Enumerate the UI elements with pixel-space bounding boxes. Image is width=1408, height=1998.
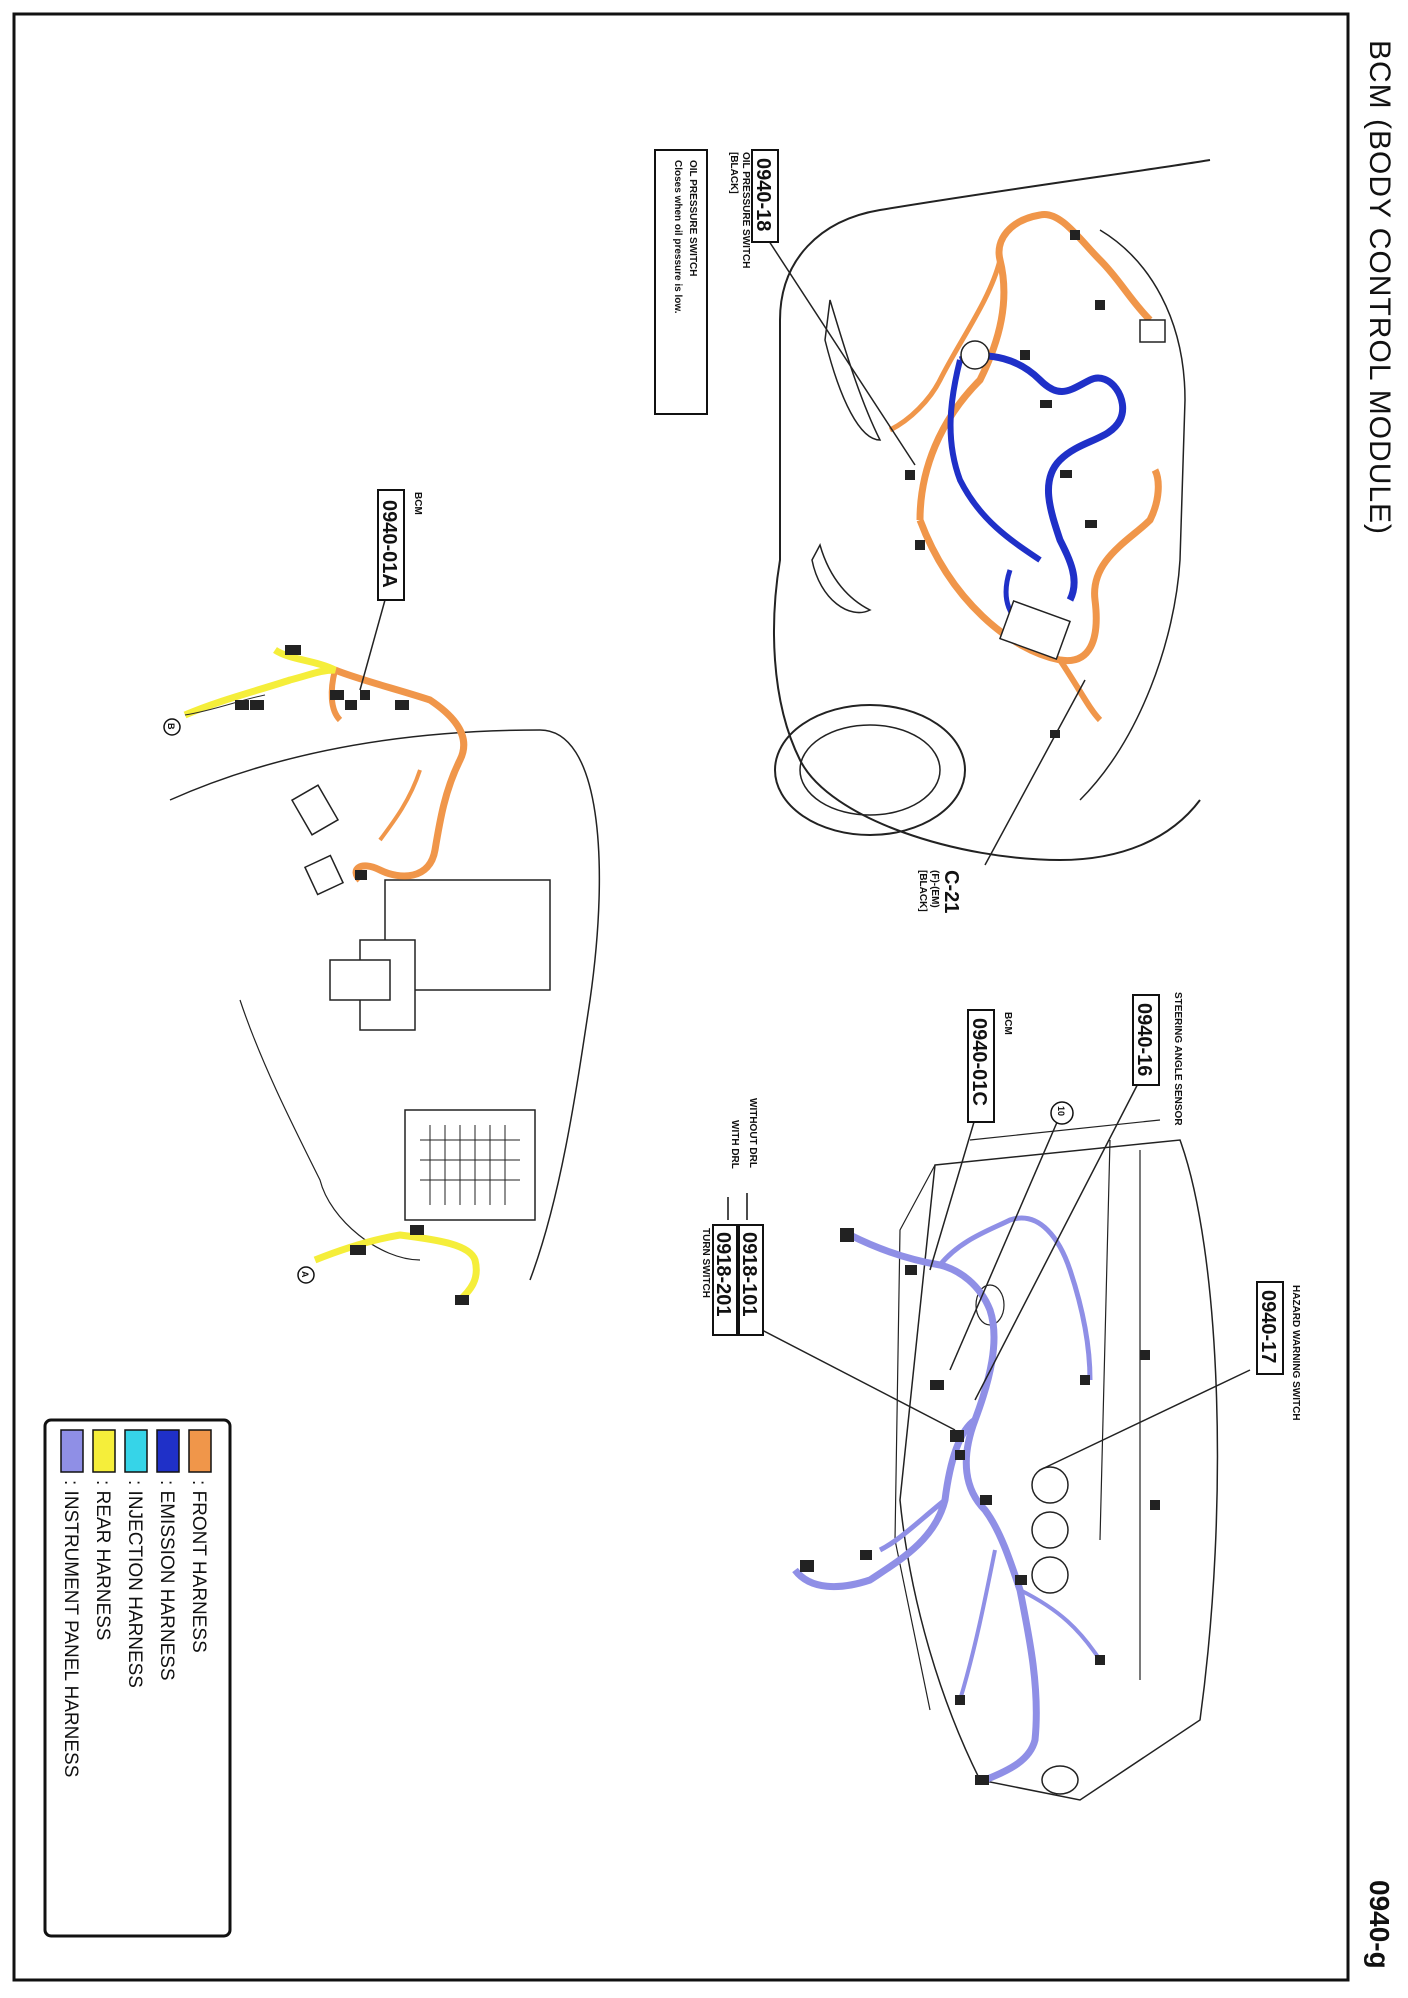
bcm-right-code: 0940-01C xyxy=(968,1018,990,1106)
page-frame xyxy=(12,12,1350,1982)
turn-switch-label: TURN SWITCH xyxy=(700,1228,711,1298)
legend-box xyxy=(43,1418,232,1938)
harness-legend: : FRONT HARNESS : EMISSION HARNESS : INJEC… xyxy=(43,1418,232,1938)
legend-label: : EMISSION HARNESS xyxy=(156,1480,177,1681)
hazard-code-box xyxy=(1256,1281,1284,1375)
turn-code-2: 0918-201 xyxy=(712,1232,734,1317)
turn-without-drl: WITHOUT DRL xyxy=(747,1098,758,1168)
leader-bcm-left xyxy=(359,599,386,691)
legend-label: : INJECTION HARNESS xyxy=(124,1480,145,1688)
leader-turn xyxy=(761,1329,956,1431)
marker-10 xyxy=(1050,1101,1074,1125)
svg-text:A: A xyxy=(300,1271,310,1278)
hazard-code: 0940-17 xyxy=(1257,1290,1279,1363)
leader-hazard xyxy=(1039,1369,1251,1471)
legend-label: : FRONT HARNESS xyxy=(188,1480,209,1653)
turn-code-box-1 xyxy=(738,1224,764,1336)
front-harness-top xyxy=(916,211,1153,521)
c21-code: C-21 xyxy=(940,870,962,913)
bcm-left-label: BCM xyxy=(412,492,423,515)
svg-text:10: 10 xyxy=(1056,1106,1066,1116)
emission-harness xyxy=(958,352,1127,602)
legend-swatch xyxy=(92,1429,116,1473)
steering-code: 0940-16 xyxy=(1133,1003,1155,1076)
page-number: 0940-g xyxy=(1364,1880,1395,1969)
marker-a xyxy=(297,1266,315,1284)
oil-switch-note-box xyxy=(654,149,708,415)
leader-c21 xyxy=(984,679,1086,866)
legend-swatch xyxy=(188,1429,212,1473)
engine-compartment-figure: 0940-18 OIL PRESSURE SWITCH [BLACK] OIL … xyxy=(654,149,1211,913)
rear-harness-top xyxy=(183,646,337,719)
instrument-panel-figure: STEERING ANGLE SENSOR 0940-16 BCM 0940-0… xyxy=(700,992,1301,1801)
leader-marker-10 xyxy=(949,1119,1059,1371)
instrument-panel-harness xyxy=(848,1231,1040,1784)
oil-switch-note-text: Closes when oil pressure is low. xyxy=(672,160,683,314)
oil-switch-code-box xyxy=(751,149,779,243)
leader-steering xyxy=(974,1069,1146,1401)
bcm-right-code-box xyxy=(967,1009,995,1123)
marker-b xyxy=(163,718,181,736)
c21-color: [BLACK] xyxy=(917,870,928,912)
turn-code-box-2 xyxy=(712,1224,738,1336)
oil-switch-label: OIL PRESSURE SWITCH xyxy=(740,152,751,269)
left-body-figure: BCM 0940-01A B A xyxy=(163,489,601,1305)
oil-switch-color: [BLACK] xyxy=(728,152,739,194)
legend-label: : REAR HARNESS xyxy=(92,1480,113,1640)
legend-swatch xyxy=(156,1429,180,1473)
svg-text:B: B xyxy=(166,723,176,730)
turn-code-1: 0918-101 xyxy=(738,1232,760,1317)
legend-swatch xyxy=(124,1429,148,1473)
legend-label: : INSTRUMENT PANEL HARNESS xyxy=(60,1480,81,1777)
wheel-outline xyxy=(774,704,966,836)
steering-label: STEERING ANGLE SENSOR xyxy=(1172,992,1183,1126)
rear-harness-bottom xyxy=(313,1231,480,1303)
turn-with-drl: WITH DRL xyxy=(729,1120,740,1169)
leader-oil-switch xyxy=(764,234,916,466)
front-harness-left xyxy=(333,666,468,883)
oil-switch-code: 0940-18 xyxy=(752,158,774,231)
bcm-left-code: 0940-01A xyxy=(378,500,400,588)
page-title: BCM (BODY CONTROL MODULE) xyxy=(1363,40,1396,535)
oil-switch-note-title: OIL PRESSURE SWITCH xyxy=(687,160,698,277)
c21-label: (F)-(EM) xyxy=(929,870,940,908)
steering-code-box xyxy=(1132,994,1160,1086)
bcm-left-code-box xyxy=(377,489,405,601)
legend-swatch xyxy=(60,1429,84,1473)
bcm-right-label: BCM xyxy=(1002,1012,1013,1035)
hazard-label: HAZARD WARNING SWITCH xyxy=(1290,1285,1301,1421)
